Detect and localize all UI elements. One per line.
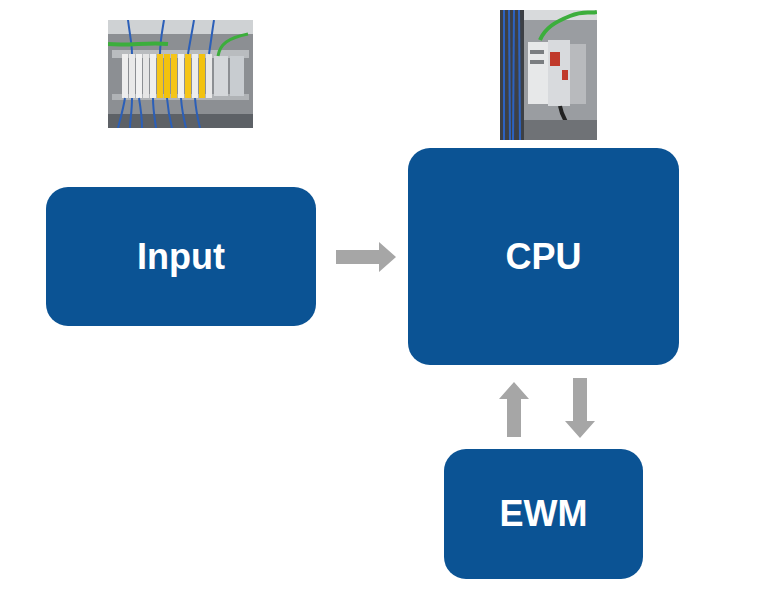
process-box: Input	[46, 187, 316, 326]
box-text-group: CPU	[505, 236, 581, 277]
plc-cpu-photo	[500, 10, 597, 140]
box-text-group: Input	[137, 236, 225, 277]
box-label: Input	[137, 236, 225, 277]
box-label: CPU	[505, 236, 581, 277]
box-label: EWM	[500, 493, 588, 534]
block-arrow	[499, 382, 529, 437]
block-arrow	[336, 242, 396, 272]
box-text-group: EWM	[500, 493, 588, 534]
process-box: CPU	[408, 148, 679, 365]
process-box: EWM	[444, 449, 643, 579]
block-arrow	[565, 378, 595, 438]
terminal-block-photo	[108, 20, 253, 128]
